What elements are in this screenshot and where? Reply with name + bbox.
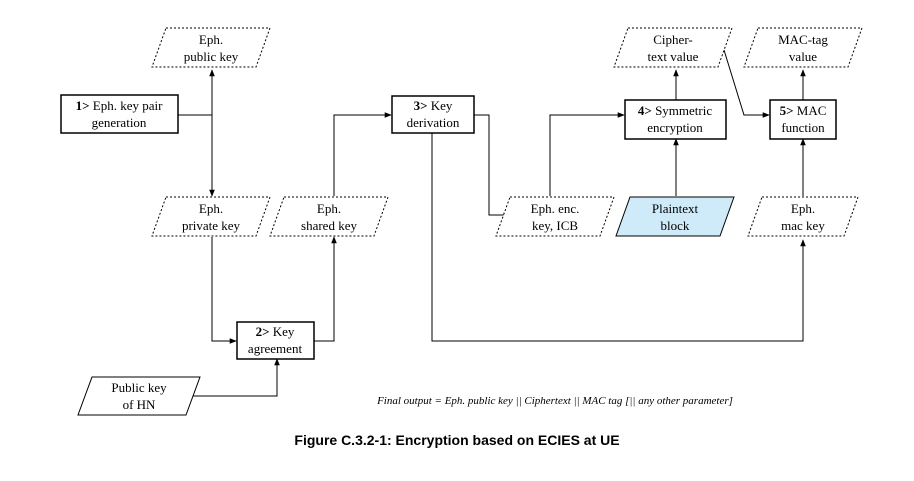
edge-derivation-to-enc-key [474,114,511,218]
keypair-generation-title: Eph. key pair [93,98,163,113]
mac-function-step: 5> [780,103,794,118]
mac-function-line1: 5> MAC [780,103,827,118]
keypair-generation-step: 1> [76,98,90,113]
node-eph-shared-key: Eph. shared key [269,196,389,237]
edge-derivation-to-mac-key [431,133,806,342]
plaintext-line2: block [661,218,690,233]
eph-enc-key-line1: Eph. enc. [531,201,580,216]
node-eph-private-key: Eph. private key [151,196,271,237]
mac-tag-line2: value [789,49,817,64]
key-agreement-line2: agreement [248,341,303,356]
node-mac-function: 5> MAC function [769,99,837,140]
eph-shared-key-line1: Eph. [317,201,341,216]
figure-caption: Figure C.3.2-1: Encryption based on ECIE… [294,432,619,448]
mac-function-line2: function [781,120,825,135]
node-hn-public-key: Public key of HN [77,376,201,416]
key-derivation-title: Key [431,98,453,113]
final-output-note: Final output = Eph. public key || Cipher… [376,395,733,407]
plaintext-line1: Plaintext [652,201,699,216]
eph-public-key-line1: Eph. [199,32,223,47]
eph-shared-key-line2: shared key [301,218,357,233]
eph-private-key-line2: private key [182,218,241,233]
symmetric-encryption-title: Symmetric [655,103,712,118]
edge-ciphertext-to-mac-func [723,49,770,118]
key-derivation-line2: derivation [407,115,460,130]
hn-public-key-line1: Public key [111,380,167,395]
node-eph-public-key: Eph. public key [151,27,271,68]
node-key-agreement: 2> Key agreement [236,321,315,360]
node-mac-tag-value: MAC-tag value [743,27,863,68]
node-key-derivation: 3> Key derivation [391,95,475,134]
connectors [178,49,806,397]
edge-hn-key-to-agreement [188,358,280,397]
keypair-generation-line2: generation [92,115,147,130]
eph-mac-key-line1: Eph. [791,201,815,216]
hn-public-key-line2: of HN [123,397,156,412]
edge-enc-key-to-sym-enc [549,112,625,196]
edge-shared-key-to-derivation [333,112,392,196]
node-eph-enc-key: Eph. enc. key, ICB [495,196,615,237]
symmetric-encryption-line2: encryption [647,120,703,135]
eph-enc-key-line2: key, ICB [532,218,578,233]
key-agreement-step: 2> [256,324,270,339]
cipher-text-line1: Cipher- [653,32,692,47]
mac-function-title: MAC [797,103,827,118]
symmetric-encryption-step: 4> [638,103,652,118]
eph-mac-key-line2: mac key [781,218,825,233]
edge-agreement-to-shared-key [314,236,337,342]
node-eph-mac-key: Eph. mac key [747,196,859,237]
node-cipher-text-value: Cipher- text value [613,27,733,68]
edge-private-key-to-agreement [211,237,237,344]
node-plaintext-block: Plaintext block [615,196,735,237]
cipher-text-line2: text value [648,49,699,64]
mac-tag-line1: MAC-tag [778,32,828,47]
key-agreement-title: Key [273,324,295,339]
key-derivation-step: 3> [414,98,428,113]
eph-public-key-line2: public key [184,49,239,64]
node-keypair-generation: 1> Eph. key pair generation [60,94,179,134]
key-agreement-line1: 2> Key [256,324,295,339]
node-symmetric-encryption: 4> Symmetric encryption [624,99,727,140]
symmetric-encryption-line1: 4> Symmetric [638,103,712,118]
eph-private-key-line1: Eph. [199,201,223,216]
key-derivation-line1: 3> Key [414,98,453,113]
keypair-generation-line1: 1> Eph. key pair [76,98,164,113]
